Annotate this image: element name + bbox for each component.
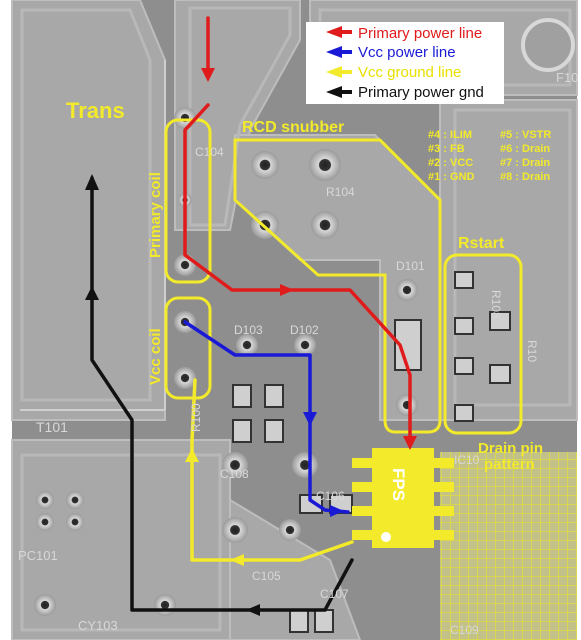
silk-c107: C107 <box>320 587 349 601</box>
drain-pin-label-1: Drain pin <box>478 440 543 457</box>
pin-3: #3 : FB <box>428 143 465 155</box>
pin-4: #4 : ILIM <box>428 129 472 141</box>
legend-item-primary-gnd: Primary power gnd <box>326 84 484 101</box>
pin-1: #1 : GND <box>428 171 475 183</box>
rcd-snubber-box <box>233 138 442 434</box>
fps-label: FPS <box>389 468 408 501</box>
vcc-coil-label: Vcc coil <box>147 328 164 385</box>
silk-c108: C108 <box>220 467 249 481</box>
drain-pin-label-2: pattern <box>484 456 535 473</box>
fps-ic <box>352 448 454 548</box>
rstart-label: Rstart <box>458 235 505 252</box>
primary-coil-label: Primary coil <box>147 172 164 258</box>
silk-d102: D102 <box>290 323 319 337</box>
silk-c105: C105 <box>252 569 281 583</box>
pin-5: #5 : VSTR <box>500 129 551 141</box>
vcc-power-line <box>183 320 350 514</box>
legend-item-vcc-ground: Vcc ground line <box>326 64 461 81</box>
smd-pads <box>232 271 511 633</box>
trans-label: Trans <box>66 98 125 123</box>
arrow-left-icon <box>326 26 352 38</box>
silk-r104: R104 <box>326 185 355 199</box>
silk-c104: C104 <box>195 145 224 159</box>
silk-d103: D103 <box>234 323 263 337</box>
flow-arrows <box>85 68 417 616</box>
silk-r108: R108 <box>489 290 503 319</box>
silk-c106: C106 <box>316 489 345 503</box>
vcc-ground-line <box>190 378 354 562</box>
fuse-pad <box>521 18 575 72</box>
pin-6: #6 : Drain <box>500 143 550 155</box>
highlight-boxes <box>164 118 523 435</box>
legend-label: Vcc ground line <box>358 64 461 81</box>
through-hole-pads <box>34 107 418 616</box>
vcc-coil-box <box>164 296 212 400</box>
silk-r100: R100 <box>189 403 203 432</box>
arrow-left-icon <box>326 46 352 58</box>
pin-8: #8 : Drain <box>500 171 550 183</box>
rstart-box <box>443 253 523 435</box>
legend-label: Primary power gnd <box>358 84 484 101</box>
primary-coil-box <box>164 118 212 284</box>
silkscreen-labels: C104 R104 D101 D103 D102 R108 R10 R100 T… <box>18 70 578 637</box>
silk-d101: D101 <box>396 259 425 273</box>
silk-ic10: IC10 <box>454 453 480 467</box>
rcd-snubber-label: RCD snubber <box>242 119 344 136</box>
legend-label: Primary power line <box>358 25 482 42</box>
pin-2: #2 : VCC <box>428 157 473 169</box>
silk-c109: C109 <box>450 623 479 637</box>
silk-t101: T101 <box>36 419 68 435</box>
pin-7: #7 : Drain <box>500 157 550 169</box>
arrow-left-icon <box>326 66 352 78</box>
copper-planes <box>11 0 578 640</box>
pin-map: #4 : ILIM #5 : VSTR #3 : FB #6 : Drain #… <box>428 129 551 183</box>
silk-r10: R10 <box>525 340 539 362</box>
primary-power-gnd-line <box>90 176 354 612</box>
silk-cy103: CY103 <box>78 618 118 633</box>
legend-item-vcc-power: Vcc power line <box>326 44 456 61</box>
arrow-left-icon <box>326 86 352 98</box>
legend-item-primary-power: Primary power line <box>326 25 482 42</box>
drain-pin-mesh <box>440 452 577 640</box>
legend-label: Vcc power line <box>358 44 456 61</box>
silk-pc101: PC101 <box>18 548 58 563</box>
legend: Primary power line Vcc power line Vcc gr… <box>306 22 504 104</box>
silk-f10: F10 <box>556 70 578 85</box>
